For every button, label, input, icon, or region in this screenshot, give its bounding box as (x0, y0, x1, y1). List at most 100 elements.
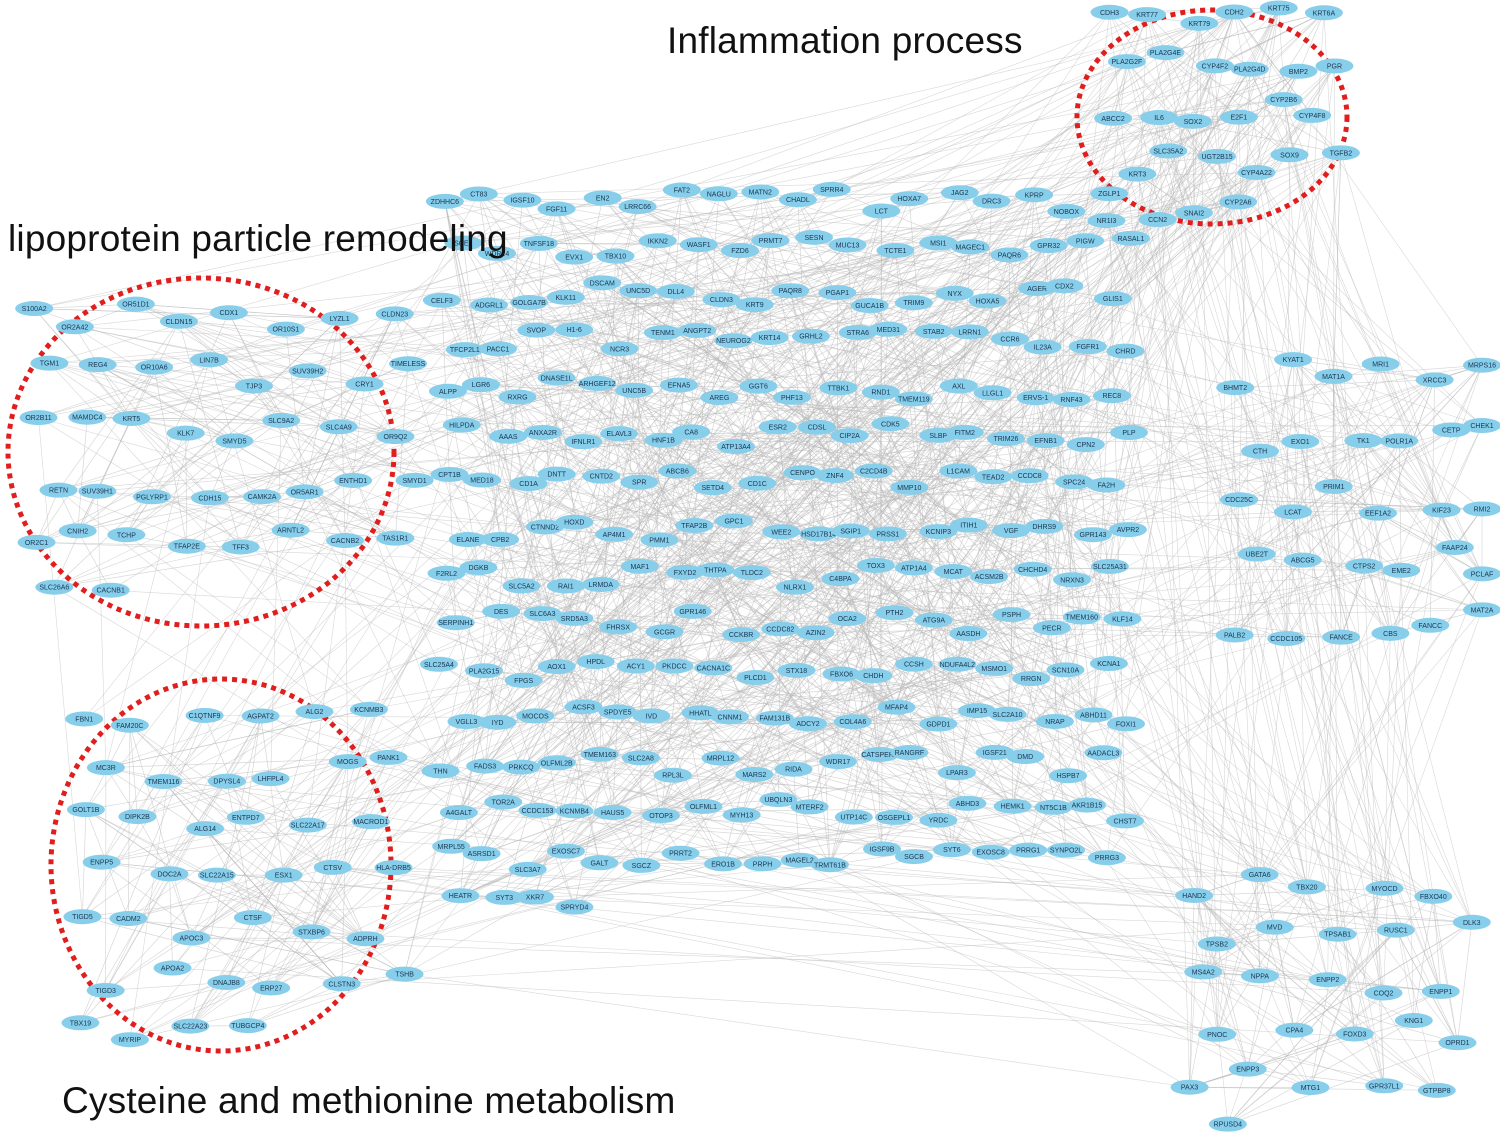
gene-node-shape (810, 857, 849, 873)
gene-node-label: TSHB (395, 972, 414, 979)
gene-node-shape (599, 619, 638, 635)
gene-node-tigd5: TIGD5 (63, 909, 102, 925)
gene-node-shape (739, 378, 778, 394)
network-edge (1306, 886, 1329, 980)
gene-node-shape (1062, 609, 1101, 625)
gene-node-tox3: TOX3 (856, 557, 895, 573)
gene-node-label: CDC25C (1225, 497, 1253, 504)
gene-node-label: HSPB7 (1057, 773, 1080, 780)
gene-node-shape (448, 532, 487, 548)
network-edge (1158, 117, 1385, 889)
gene-node-tff3: TFF3 (221, 539, 260, 555)
gene-node-shape (1107, 716, 1146, 732)
gene-node-label: ATP1A4 (901, 565, 927, 572)
gene-node-shape (233, 910, 272, 926)
network-edge (449, 474, 1109, 664)
network-edge (601, 475, 1013, 807)
gene-node-label: THN (433, 768, 447, 775)
gene-node-shape (812, 181, 851, 197)
gene-node-cd1a: CD1A (509, 476, 548, 492)
gene-node-label: HOXA7 (897, 196, 921, 203)
gene-node-shape (153, 960, 192, 976)
network-edge (721, 250, 896, 300)
network-edge (1333, 486, 1483, 575)
gene-node-shape (1463, 357, 1500, 373)
gene-node-shape (112, 410, 151, 426)
gene-node-shape (1013, 561, 1052, 577)
gene-node-shape (503, 192, 542, 208)
gene-node-shape (815, 467, 854, 483)
gene-node-shape (1006, 749, 1045, 765)
gene-node-fzd6: FZD6 (720, 243, 759, 259)
network-edge (178, 321, 282, 421)
network-edge (154, 219, 1158, 368)
gene-node-label: SLC3A7 (515, 867, 541, 874)
gene-node-pla2g15: PLA2G15 (465, 663, 504, 679)
network-edge (1337, 573, 1483, 935)
gene-node-label: GCGR (654, 629, 675, 636)
gene-node-fa2h: FA2H (1087, 477, 1126, 493)
gene-node-shape (116, 296, 155, 312)
gene-node-shape (919, 235, 958, 251)
gene-node-fbxo6: FBXO6 (822, 666, 861, 682)
gene-node-label: RAI1 (558, 583, 574, 590)
network-edge (1036, 288, 1195, 896)
gene-node-rangrf: RANGRF (890, 745, 929, 761)
gene-node-suv39h1: SUV39H1 (78, 483, 117, 499)
gene-node-label: TEAD2 (982, 474, 1005, 481)
gene-node-shape (322, 976, 361, 992)
gene-node-label: MACROD1 (353, 819, 388, 826)
gene-node-tcte1: TCTE1 (876, 242, 915, 258)
network-edge (1340, 152, 1442, 511)
gene-node-heatr: HEATR (441, 888, 480, 904)
gene-node-rusc1: RUSC1 (1376, 922, 1415, 938)
gene-node-label: RPUSD4 (1214, 1122, 1243, 1129)
network-edge (247, 973, 405, 1026)
network-edge (1165, 52, 1342, 154)
network-edge (33, 308, 241, 548)
network-edge (131, 418, 990, 577)
network-edge (1109, 12, 1483, 575)
gene-node-shape (778, 192, 817, 208)
gene-node-mc3r: MC3R (86, 760, 125, 776)
network-edge (1333, 363, 1381, 487)
gene-node-dipk2b: DIPK2B (118, 809, 157, 825)
gene-node-label: ENTPD7 (232, 815, 260, 822)
gene-node-label: CATSPERB (861, 752, 899, 759)
gene-node-plp: PLP (1109, 425, 1148, 441)
gene-node-shape (1068, 339, 1107, 355)
gene-node-label: NAGLU (707, 191, 731, 198)
gene-node-label: UNC5D (626, 288, 650, 295)
gene-node-hilpda: HILPDA (442, 417, 481, 433)
gene-node-shape (1198, 148, 1237, 164)
gene-node-tfap2b: TFAP2B (675, 518, 714, 534)
network-edge (228, 312, 282, 421)
gene-node-dnase1l: DNASE1L (537, 370, 576, 386)
gene-node-label: HEMK1 (1001, 804, 1025, 811)
gene-node-shape (510, 294, 549, 310)
gene-node-label: RRGN (1021, 676, 1042, 683)
gene-node-fam131b: FAM131B (755, 710, 794, 726)
gene-node-shape (992, 607, 1031, 623)
gene-node-label: KLF14 (1112, 616, 1133, 623)
gene-node-pecr: PECR (1032, 620, 1071, 636)
gene-node-shape (735, 297, 774, 313)
gene-node-label: CRY1 (355, 381, 374, 388)
network-edge (1238, 499, 1385, 1086)
gene-node-shape (1304, 5, 1343, 21)
gene-node-c2cd4b: C2CD4B (854, 463, 893, 479)
gene-node-label: FOXI1 (1116, 721, 1136, 728)
network-edge (466, 387, 839, 722)
network-edge (1214, 65, 1261, 976)
gene-node-label: TPSAB1 (1324, 932, 1351, 939)
network-edge (1283, 99, 1391, 634)
gene-node-spryd4: SPRYD4 (555, 899, 594, 915)
gene-node-label: POLR1A (1385, 438, 1413, 445)
network-edge (638, 199, 799, 291)
gene-node-shape (462, 846, 501, 862)
network-edge (755, 677, 1248, 1070)
gene-node-ct83: CT83 (459, 186, 498, 202)
gene-node-label: CTNND2 (531, 524, 559, 531)
gene-node-cldn15: CLDN15 (159, 313, 198, 329)
